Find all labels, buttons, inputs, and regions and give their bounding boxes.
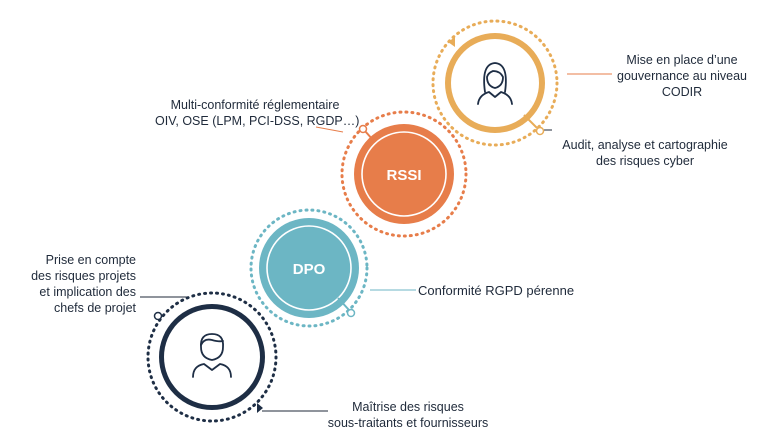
ring-inner-line (266, 225, 352, 311)
annotation-line: Conformité RGPD pérenne (418, 283, 575, 298)
ring-inner-line (361, 131, 447, 217)
dotted-ring (249, 208, 369, 328)
dotted-ring (146, 291, 278, 423)
ring-inner (164, 309, 260, 405)
connector-multi-compliance (315, 126, 344, 133)
ring-inner (451, 39, 539, 127)
step-governance (431, 19, 559, 147)
woman-avatar-icon (477, 62, 513, 105)
step-dpo-label: DPO (293, 261, 326, 278)
arrow-head-icon (257, 403, 263, 413)
annotation-line: Multi-conformité réglementaire (170, 98, 340, 112)
project-risks-annotation: Prise en compte des risques projets et i… (12, 252, 136, 316)
annotation-line: Mise en place d’une (626, 53, 738, 67)
step-management (146, 291, 278, 423)
ring-outer (259, 218, 359, 318)
subcontractors-annotation: Maîtrise des risques sous-traitants et f… (318, 399, 498, 431)
annotation-line: sous-traitants et fournisseurs (327, 416, 489, 430)
step-rssi: RSSI (340, 110, 468, 238)
ring-knob (535, 126, 545, 136)
step-rssi-label: RSSI (386, 167, 421, 184)
ring-knob (358, 124, 368, 134)
annotation-line: Prise en compte (45, 253, 136, 267)
ring-stem (364, 130, 374, 141)
man-avatar-icon (192, 333, 232, 378)
dotted-ring (431, 19, 559, 147)
ring-stem (523, 114, 538, 129)
annotation-line: des risques projets (31, 269, 136, 283)
audit-annotation: Audit, analyse et cartographie des risqu… (545, 137, 745, 169)
step-dpo: DPO (249, 208, 369, 328)
annotation-line: Audit, analyse et cartographie (562, 138, 728, 152)
ring-stem (337, 297, 350, 311)
governance-annotation: Mise en place d’une gouvernance au nivea… (612, 52, 752, 100)
arrow-head-icon (448, 37, 455, 47)
annotation-line: CODIR (661, 85, 703, 99)
ring-knob (346, 308, 356, 318)
ring-outer (354, 124, 454, 224)
annotation-line: gouvernance au niveau (617, 69, 747, 83)
annotation-line: OIV, OSE (LPM, PCI-DSS, RGDP…) (155, 114, 360, 128)
gdpr-annotation: Conformité RGPD pérenne (418, 283, 574, 299)
annotation-line: chefs de projet (54, 301, 136, 315)
annotation-line: et implication des (39, 285, 136, 299)
ring-knob (153, 311, 163, 321)
multi-compliance-annotation: Multi-conformité réglementaire OIV, OSE … (155, 97, 360, 129)
dotted-ring (340, 110, 468, 238)
annotation-line: Maîtrise des risques (352, 400, 464, 414)
annotation-line: des risques cyber (596, 154, 694, 168)
